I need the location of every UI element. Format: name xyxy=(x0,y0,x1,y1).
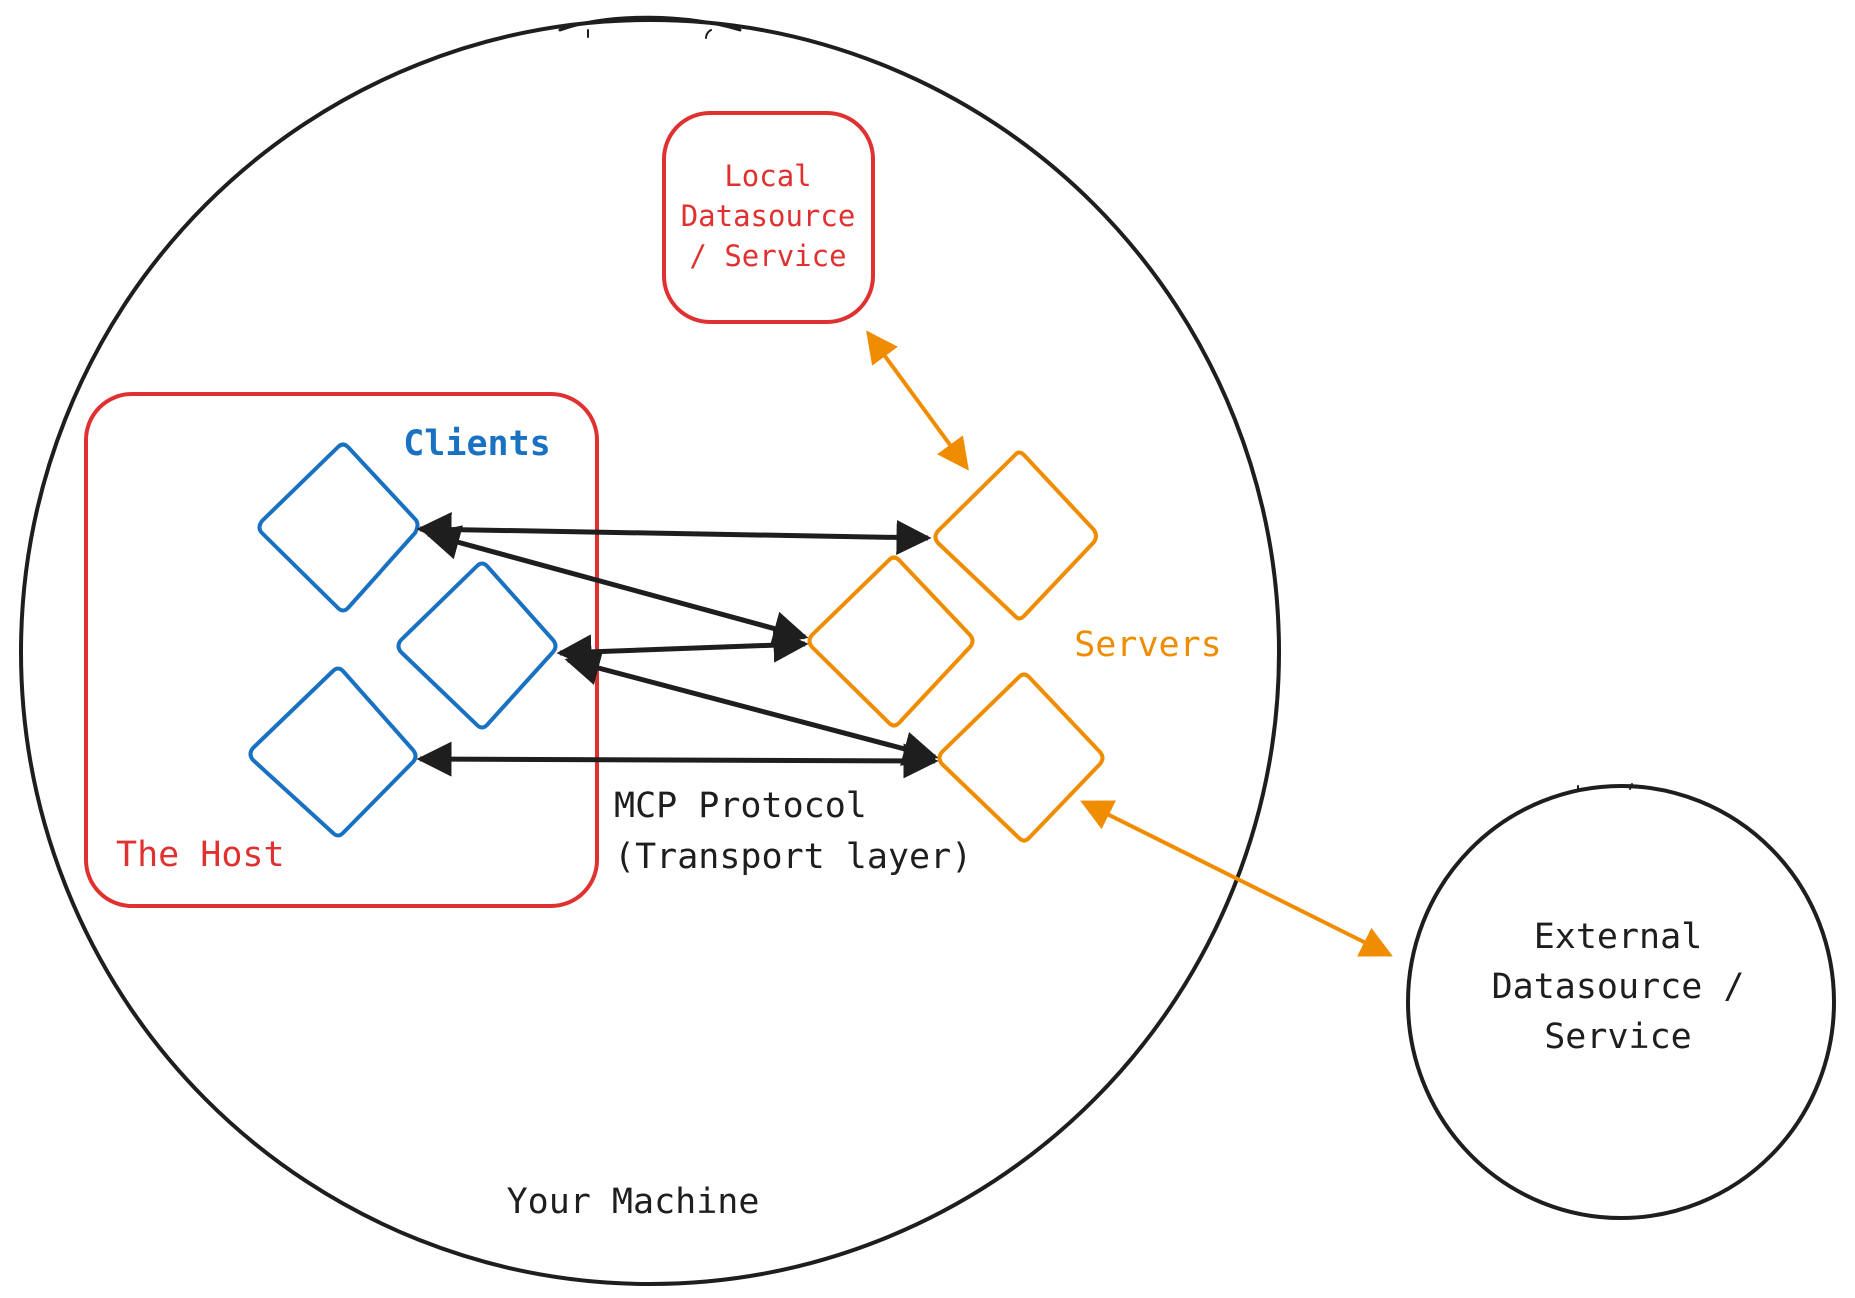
protocol-line-1: MCP Protocol xyxy=(614,786,867,826)
protocol-line-2: (Transport layer) xyxy=(614,837,972,877)
servers-label: Servers xyxy=(1074,625,1222,665)
local-service-label: Local Datasource / Service xyxy=(681,159,856,273)
external-service-line-3: Service xyxy=(1544,1017,1692,1057)
clients-group xyxy=(248,442,558,838)
server-2-node[interactable] xyxy=(807,555,975,728)
connection-server1-local-service xyxy=(866,330,969,471)
local-service-line-2: Datasource xyxy=(681,199,856,233)
connection-client3-server3 xyxy=(416,741,939,779)
external-service-line-2: Datasource / xyxy=(1492,967,1745,1007)
connection-client1-server2 xyxy=(424,525,809,646)
host-box xyxy=(84,392,599,908)
server-1-node[interactable] xyxy=(933,450,1098,621)
connection-client2-server3 xyxy=(564,651,939,766)
local-service-box xyxy=(662,111,875,324)
client-1-node[interactable] xyxy=(257,442,420,613)
local-service-line-1: Local xyxy=(724,159,811,193)
service-arrows xyxy=(866,330,1393,957)
connection-server3-external-service xyxy=(1080,800,1393,957)
machine-boundary xyxy=(19,15,1281,1286)
clients-label: Clients xyxy=(403,424,551,464)
local-service-line-3: / Service xyxy=(689,239,846,273)
protocol-label: MCP Protocol (Transport layer) xyxy=(614,786,972,877)
external-service-circle xyxy=(1406,783,1836,1220)
external-service-label: External Datasource / Service xyxy=(1492,917,1745,1057)
servers-group xyxy=(807,450,1105,843)
client-3-node[interactable] xyxy=(248,666,418,838)
server-3-node[interactable] xyxy=(937,672,1105,843)
machine-label: Your Machine xyxy=(507,1182,760,1222)
client-2-node[interactable] xyxy=(396,561,558,730)
protocol-arrows xyxy=(416,512,939,779)
connection-client1-server1 xyxy=(416,512,932,555)
external-service-line-1: External xyxy=(1534,917,1703,957)
host-label: The Host xyxy=(116,835,285,875)
